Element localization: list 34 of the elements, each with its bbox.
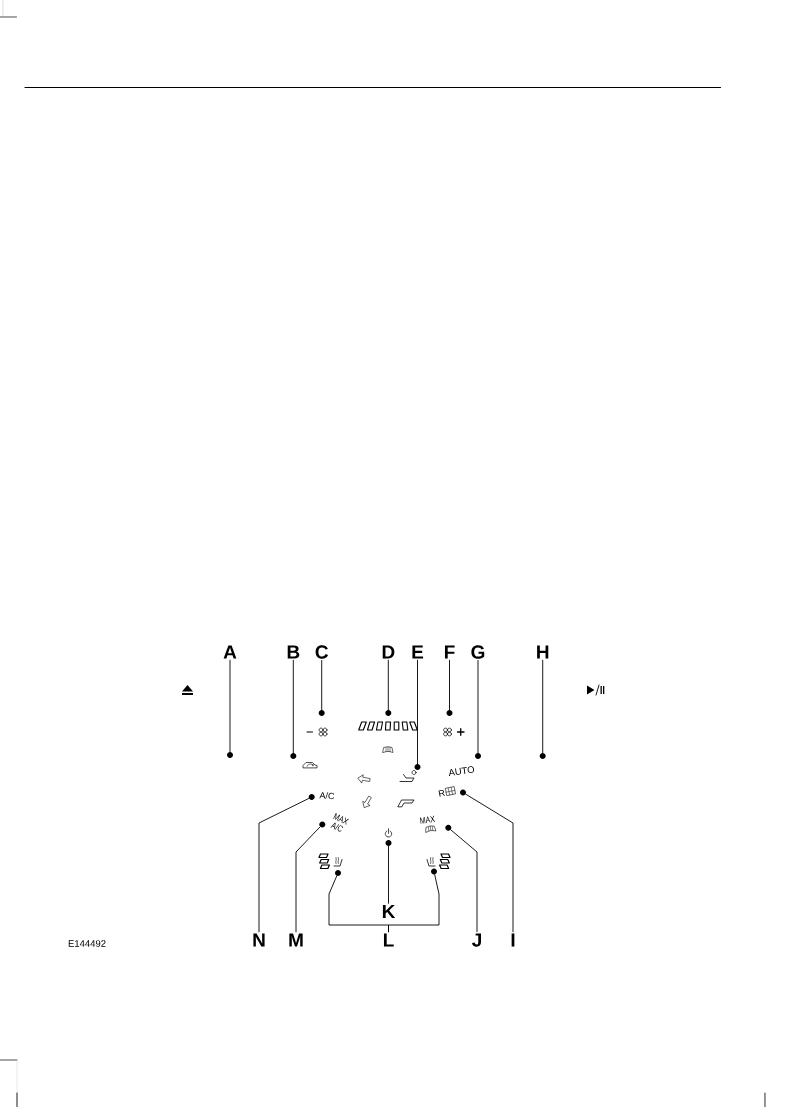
control-label: MAX A/C (330, 813, 349, 832)
callout-letter: F (444, 645, 455, 659)
callout-letter: H (537, 645, 549, 659)
leader-line (229, 659, 231, 753)
callout-letter: D (382, 645, 395, 659)
callout-letter: B (287, 645, 300, 659)
leader-line (449, 659, 450, 711)
callout-letter: G (471, 645, 485, 659)
callout-letter: A (223, 645, 237, 659)
leader-line (321, 659, 323, 711)
leader-line (258, 797, 310, 933)
control-label: R (438, 789, 446, 797)
leader-line (465, 793, 514, 933)
leader-line (388, 874, 440, 933)
callout-letter: N (253, 933, 265, 947)
leader-line (542, 659, 544, 754)
control-label: A/C (319, 792, 335, 800)
control-label: AUTO (449, 766, 475, 777)
leader-line (292, 659, 294, 754)
leader-line (417, 659, 418, 765)
leader-line (450, 829, 478, 933)
callout-letter: K (382, 905, 396, 919)
callout-letter: C (315, 645, 329, 659)
callout-letter: L (383, 933, 394, 947)
leader-line (295, 826, 321, 933)
leader-line (477, 659, 479, 754)
figure-code: E144492 (68, 940, 106, 947)
leader-line (388, 845, 389, 904)
callout-letter: J (472, 933, 481, 947)
leader-line (387, 659, 389, 711)
callout-letter: M (289, 933, 303, 947)
callout-letter: I (511, 933, 515, 947)
control-label: MAX (419, 815, 436, 824)
callout-letter: E (412, 645, 424, 659)
